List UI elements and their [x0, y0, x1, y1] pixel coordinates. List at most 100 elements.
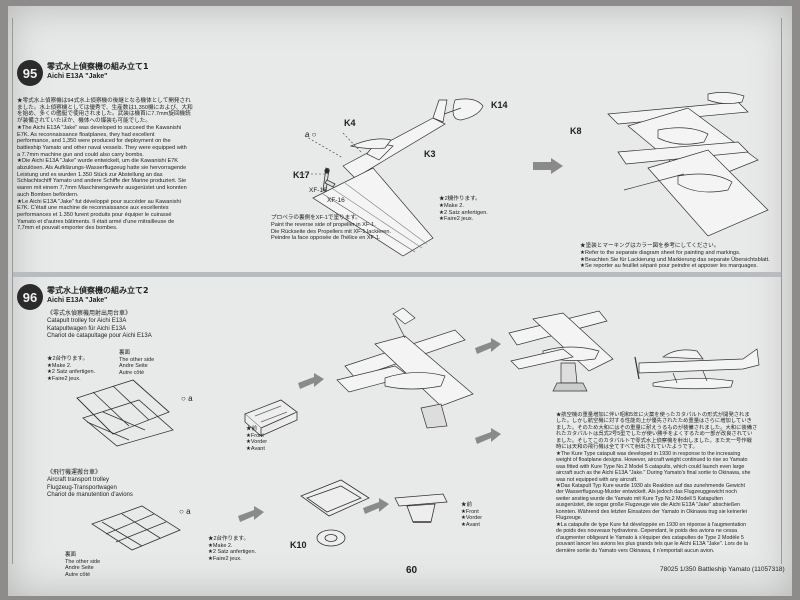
catapult-history-note: ★航空機の重量増加に伴い昭和5年に火薬を使ったカタパルトの形式が開発されま した…: [556, 412, 757, 554]
note-line: ★Faire2 jeux.: [439, 216, 474, 223]
note-line: れたカタパルトは呉式2号5型でしたが使い勝手をよくするため一部が改良されてい: [556, 431, 753, 438]
note-line: ★Das Katapult Typ Kure wurde 1930 als Re…: [556, 482, 745, 489]
description-line: E7K. C'était une machine de reconnaissan…: [17, 205, 169, 212]
arrow-right-icon: [533, 158, 563, 174]
note-line: aircraft such as the Aichi E13A "Jake." …: [556, 470, 751, 477]
arrow-right-icon: [298, 373, 324, 389]
page-footer: 78025 1/350 Battleship Yamato (11057318): [660, 566, 785, 573]
instruction-frame: 95 零式水上偵察機の組み立て1 Aichi E13A "Jake" ★零式水上…: [12, 18, 782, 578]
heading-line: Chariot de catapultage pour Aichi E13A: [47, 332, 152, 339]
direction-line: ★Vorder: [461, 515, 483, 522]
direction-line: ★Front: [461, 508, 479, 515]
arrow-right-icon: [475, 338, 501, 354]
direction-line: ★Avant: [461, 521, 480, 528]
catapult-make-2-note: ★2台作ります。 ★Make 2. ★2 Satz anfertigen. ★F…: [47, 356, 95, 382]
heading-line: Katapultwagen für Aichi E13A: [47, 325, 127, 332]
note-line: ★2台作ります。: [208, 536, 250, 542]
note-line: ★塗装とマーキングはカラー図を参考にしてください。: [580, 243, 720, 249]
note-line: 裏面: [65, 552, 77, 558]
part-label-xf16: XF-16: [327, 197, 345, 204]
panel-separator: [13, 272, 781, 277]
note-line: ★Beachten Sie für Lackierung und Markier…: [580, 256, 770, 263]
arrow-right-icon: [363, 498, 389, 514]
note-line: Die Rückseite des Propellers mit XF-1 la…: [271, 228, 391, 235]
direction-line: ★前: [246, 426, 258, 432]
note-line: was not equipped with any aircraft.: [556, 476, 638, 483]
note-line: konnten. Während des letzten Einsatzes d…: [556, 508, 747, 515]
note-line: 裏面: [119, 350, 131, 356]
heading-line: Chariot de manutention d'avions: [47, 491, 133, 498]
note-line: Autre côté: [65, 571, 91, 578]
note-line: ★Faire2 jeux.: [47, 375, 81, 382]
step-95-description: ★零式水上偵察機は94式水上偵察機の後継となる機体として開発され ました。水上偵…: [17, 98, 193, 232]
instruction-page: 95 零式水上偵察機の組み立て1 Aichi E13A "Jake" ★零式水上…: [8, 6, 792, 596]
direction-line: ★Avant: [246, 445, 265, 452]
note-line: ★2 Satz anfertigen.: [439, 209, 488, 216]
note-line: ました。そしてこのカタパルトで零式水上偵察機を射出しました。また天一号作戦: [556, 437, 752, 444]
note-line: was fitted with Kure Type No.2 Model 5 c…: [556, 463, 745, 470]
transport-direction-label: ★前 ★Front ★Vorder ★Avant: [461, 502, 482, 528]
note-line: de poids des nouveaux hydravions. Cepend…: [556, 528, 738, 535]
part-label-a: a: [186, 507, 191, 516]
step-95-badge: 95: [17, 60, 43, 86]
trolley-icon: [76, 379, 174, 447]
description-line: ★The Aichi E13A "Jake" was developed to …: [17, 124, 182, 131]
note-line: 時には天和の飛行機は全てすべて射出されていたようです。: [556, 444, 698, 451]
note-line: ausgerüstet, die sogar große Flugzeuge w…: [556, 502, 740, 509]
note-line: ★La catapulte de type Kure fut développé…: [556, 521, 747, 528]
description-line: Schlachtschiff Yamato und andere Schiffe…: [17, 178, 187, 185]
trolley-icon: [394, 493, 448, 523]
description-line: ★Die Aichi E13A "Jake" wurde entwickelt,…: [17, 158, 179, 165]
step-96-title-ja: 零式水上偵察機の組み立て2: [47, 286, 149, 295]
part-label-a: a: [305, 130, 310, 139]
trolley-icon: [300, 479, 370, 547]
description-line: battleship Yamato and other naval vessel…: [17, 144, 187, 151]
part-label-k17: K17: [293, 170, 310, 180]
transport-trolley-heading: 《飛行機運搬台車》 Aircraft transport trolley Flu…: [47, 470, 133, 499]
note-line: ★2機作ります。: [439, 196, 481, 202]
note-line: d'augmenter obligeant le Yamato à s'équi…: [556, 534, 744, 541]
description-line: auch Bomben befördern.: [17, 191, 79, 198]
heading-line: Catapult trolley for Aichi E13A: [47, 318, 127, 325]
part-label-k8: K8: [570, 126, 582, 136]
floatplane-icon: [634, 348, 760, 390]
trolley-icon: [91, 505, 181, 551]
step-95-make-2-note: ★2機作ります。 ★Make 2. ★2 Satz anfertigen. ★F…: [439, 196, 488, 223]
note-line: Andre Seite: [119, 363, 148, 370]
note-line: The other side: [119, 356, 155, 363]
description-line: 7,7mm et pouvait emporter des bombes.: [17, 225, 118, 232]
direction-line: ★前: [461, 502, 473, 508]
heading-line: Aircraft transport trolley: [47, 477, 110, 484]
description-line: abzulösen. Als Aufklärungs-Wasserflugzeu…: [17, 165, 187, 172]
note-line: ★Se reporter au feuillet séparé pour pei…: [580, 263, 758, 270]
note-line: ★2 Satz anfertigen.: [47, 369, 96, 376]
description-line: Yamato et d'autres bâtiments. Il était a…: [17, 218, 175, 225]
note-line: Andre Seite: [65, 565, 94, 572]
note-line: Paint the reverse side of propeller in X…: [271, 221, 376, 228]
description-line: が装備されていたほか、機体への爆装も可能でした。: [17, 118, 151, 125]
transport-make-2-note: ★2台作ります。 ★Make 2. ★2 Satz anfertigen. ★F…: [208, 536, 256, 562]
step-95-title-ja: 零式水上偵察機の組み立て1: [47, 62, 149, 71]
description-line: performance, and 1,350 were produced for…: [17, 138, 171, 145]
note-line: ★Make 2.: [47, 362, 72, 369]
description-line: performances et 1.350 furent produits po…: [17, 211, 172, 218]
note-line: ★The Kure Type catapult was developed in…: [556, 450, 741, 457]
floatplane-icon: [607, 92, 769, 237]
direction-line: ★Front: [246, 432, 264, 439]
step-96-badge: 96: [17, 284, 43, 310]
description-line: Leistung und es wurden 1.350 Stück zur A…: [17, 171, 163, 178]
heading-line: 《零式水偵察機用射出用台車》: [47, 311, 132, 317]
note-line: pouvant lancer les avions les plus grand…: [556, 541, 748, 548]
circle-a-icon: ○ a: [179, 507, 191, 516]
note-line: weiter anstieg wurde die Yamato mit Kure…: [556, 495, 723, 502]
note-line: der Wasserflugzeug-Muster entwickelt. Al…: [556, 489, 737, 496]
description-line: waren mit einem 7,7mm Maschinengewehr au…: [17, 185, 187, 192]
step-96-title-en: Aichi E13A "Jake": [47, 297, 108, 304]
heading-line: 《飛行機運搬台車》: [47, 470, 102, 476]
description-line: ★零式水上偵察機は94式水上偵察機の後継となる機体として開発され: [17, 98, 191, 104]
note-line: ました。そのため大和にはその重量に耐えうるものが装備されました。大和に装備さ: [556, 424, 758, 431]
catapult-other-side-label: 裏面 The other side Andre Seite Autre côté: [119, 350, 154, 376]
note-line: weight of floatplane designs. However, a…: [556, 457, 748, 464]
propeller-paint-note: プロペラの裏側をXF-1で塗ります。 Paint the reverse sid…: [271, 215, 391, 242]
step-95-title-en: Aichi E13A "Jake": [47, 73, 108, 80]
